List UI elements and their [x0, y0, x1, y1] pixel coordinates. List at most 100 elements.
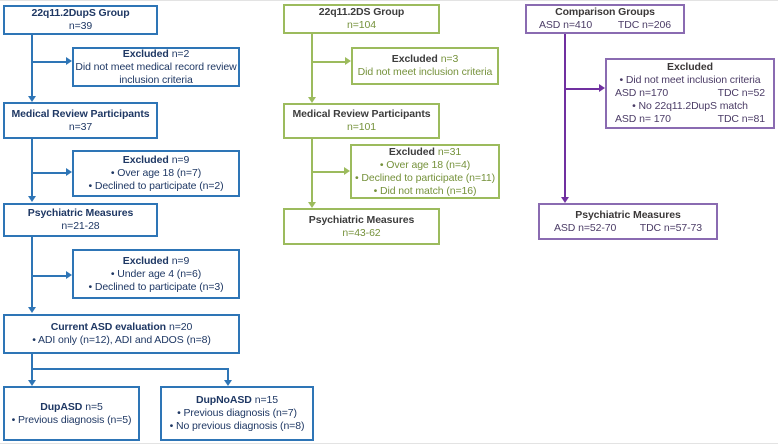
arrow-right-icon — [345, 57, 351, 65]
arrow-down-icon — [308, 97, 316, 103]
dup-noasd-detail: • Previous diagnosis (n=7) — [177, 407, 297, 419]
excluded-label: Excluded — [122, 254, 169, 267]
excluded-reason: • Under age 4 (n=6) — [110, 267, 202, 280]
dup-noasd-label: DupNoASD — [195, 394, 252, 406]
excluded-counts-row: ASD n=170 TDC n=52 — [607, 87, 773, 100]
excluded-reason: • Declined to participate (n=2) — [88, 180, 224, 192]
excluded-asd-n: ASD n=170 — [615, 87, 669, 99]
arrow-down-icon — [308, 202, 316, 208]
excluded-label: Excluded — [122, 154, 169, 166]
medical-review-title: Medical Review Participants — [292, 108, 431, 120]
arrow-right-icon — [66, 168, 72, 176]
excluded-n: n=9 — [171, 254, 190, 267]
dups-group-box: 22q11.2DupS Group n=39 — [3, 5, 158, 35]
comparison-groups-box: Comparison Groups ASD n=410 TDC n=206 — [525, 4, 685, 34]
comparison-groups-title: Comparison Groups — [555, 6, 655, 18]
medical-review-n: n=37 — [68, 120, 93, 133]
arrow-down-icon — [28, 196, 36, 202]
connector-line — [31, 172, 66, 174]
excluded-reason: • Over age 18 (n=4) — [379, 158, 471, 171]
excluded-tdc-n: TDC n=52 — [717, 87, 765, 99]
connector-line — [31, 237, 33, 308]
arrow-down-icon — [561, 197, 569, 203]
excluded-reason: Did not meet inclusion criteria — [357, 66, 493, 78]
dups-medical-review-box: Medical Review Participants n=37 — [3, 102, 158, 139]
arrow-right-icon — [66, 57, 72, 65]
dup-noasd-n: n=15 — [254, 394, 279, 406]
dups-psychiatric-measures-box: Psychiatric Measures n=21-28 — [3, 203, 158, 237]
dups-group-title: 22q11.2DupS Group — [31, 7, 130, 19]
current-asd-n: n=20 — [169, 321, 193, 333]
connector-line — [564, 34, 566, 197]
connector-line — [31, 139, 33, 197]
medical-review-n: n=101 — [347, 121, 376, 133]
arrow-right-icon — [599, 84, 605, 92]
connector-line — [564, 88, 599, 90]
connector-line — [31, 61, 66, 63]
ds-psychiatric-measures-box: Psychiatric Measures n=43-62 — [283, 208, 440, 245]
psychiatric-tdc-n: TDC n=57-73 — [639, 221, 702, 234]
psychiatric-measures-counts: ASD n=52-70 TDC n=57-73 — [540, 222, 716, 235]
connector-line — [311, 34, 313, 97]
arrow-right-icon — [344, 167, 350, 175]
dup-noasd-detail: • No previous diagnosis (n=8) — [169, 420, 305, 432]
excluded-n: n=31 — [437, 145, 462, 158]
current-asd-detail: • ADI only (n=12), ADI and ADOS (n=8) — [32, 334, 211, 346]
arrow-down-icon — [28, 307, 36, 313]
arrow-right-icon — [66, 271, 72, 279]
ds-medical-review-box: Medical Review Participants n=101 — [283, 103, 440, 139]
dup-asd-label: DupASD — [40, 400, 83, 413]
connector-line — [31, 275, 66, 277]
dup-asd-n: n=5 — [85, 400, 103, 413]
psychiatric-measures-title: Psychiatric Measures — [27, 207, 134, 219]
excluded-label: Excluded — [388, 145, 435, 158]
comparison-groups-counts: ASD n=410 TDC n=206 — [527, 19, 683, 32]
psychiatric-measures-title: Psychiatric Measures — [308, 213, 415, 226]
current-asd-label: Current ASD evaluation — [50, 321, 166, 333]
connector-line — [31, 35, 33, 97]
ds-group-n: n=104 — [347, 19, 376, 31]
excluded-n: n=2 — [171, 47, 190, 60]
excluded-reason: inclusion criteria — [119, 73, 193, 86]
excluded-n: n=3 — [440, 53, 459, 65]
psychiatric-measures-title: Psychiatric Measures — [575, 208, 681, 221]
connector-line — [311, 139, 313, 202]
arrow-down-icon — [28, 380, 36, 386]
connector-line — [227, 368, 229, 380]
excluded-label: Excluded — [391, 53, 438, 65]
arrow-down-icon — [224, 380, 232, 386]
excluded-reason: • No 22q11.2DupS match — [632, 100, 748, 112]
comparison-psychiatric-measures-box: Psychiatric Measures ASD n=52-70 TDC n=5… — [538, 203, 718, 240]
psychiatric-measures-n: n=43-62 — [342, 226, 381, 239]
excluded-reason: • Declined to participate (n=3) — [88, 280, 224, 293]
psychiatric-asd-n: ASD n=52-70 — [554, 221, 617, 234]
excluded-counts-row: ASD n= 170 TDC n=81 — [607, 113, 773, 126]
excluded-asd-n: ASD n= 170 — [615, 113, 671, 125]
comparison-tdc-n: TDC n=206 — [617, 19, 671, 31]
medical-review-title: Medical Review Participants — [11, 107, 150, 120]
excluded-reason: • Declined to participate (n=11) — [354, 171, 496, 184]
psychiatric-measures-n: n=21-28 — [61, 220, 100, 232]
dups-group-n: n=39 — [68, 20, 93, 32]
connector-line — [311, 171, 344, 173]
ds-group-box: 22q11.2DS Group n=104 — [283, 4, 440, 34]
connector-line — [31, 354, 33, 380]
excluded-label: Excluded — [122, 47, 169, 60]
arrow-down-icon — [28, 96, 36, 102]
